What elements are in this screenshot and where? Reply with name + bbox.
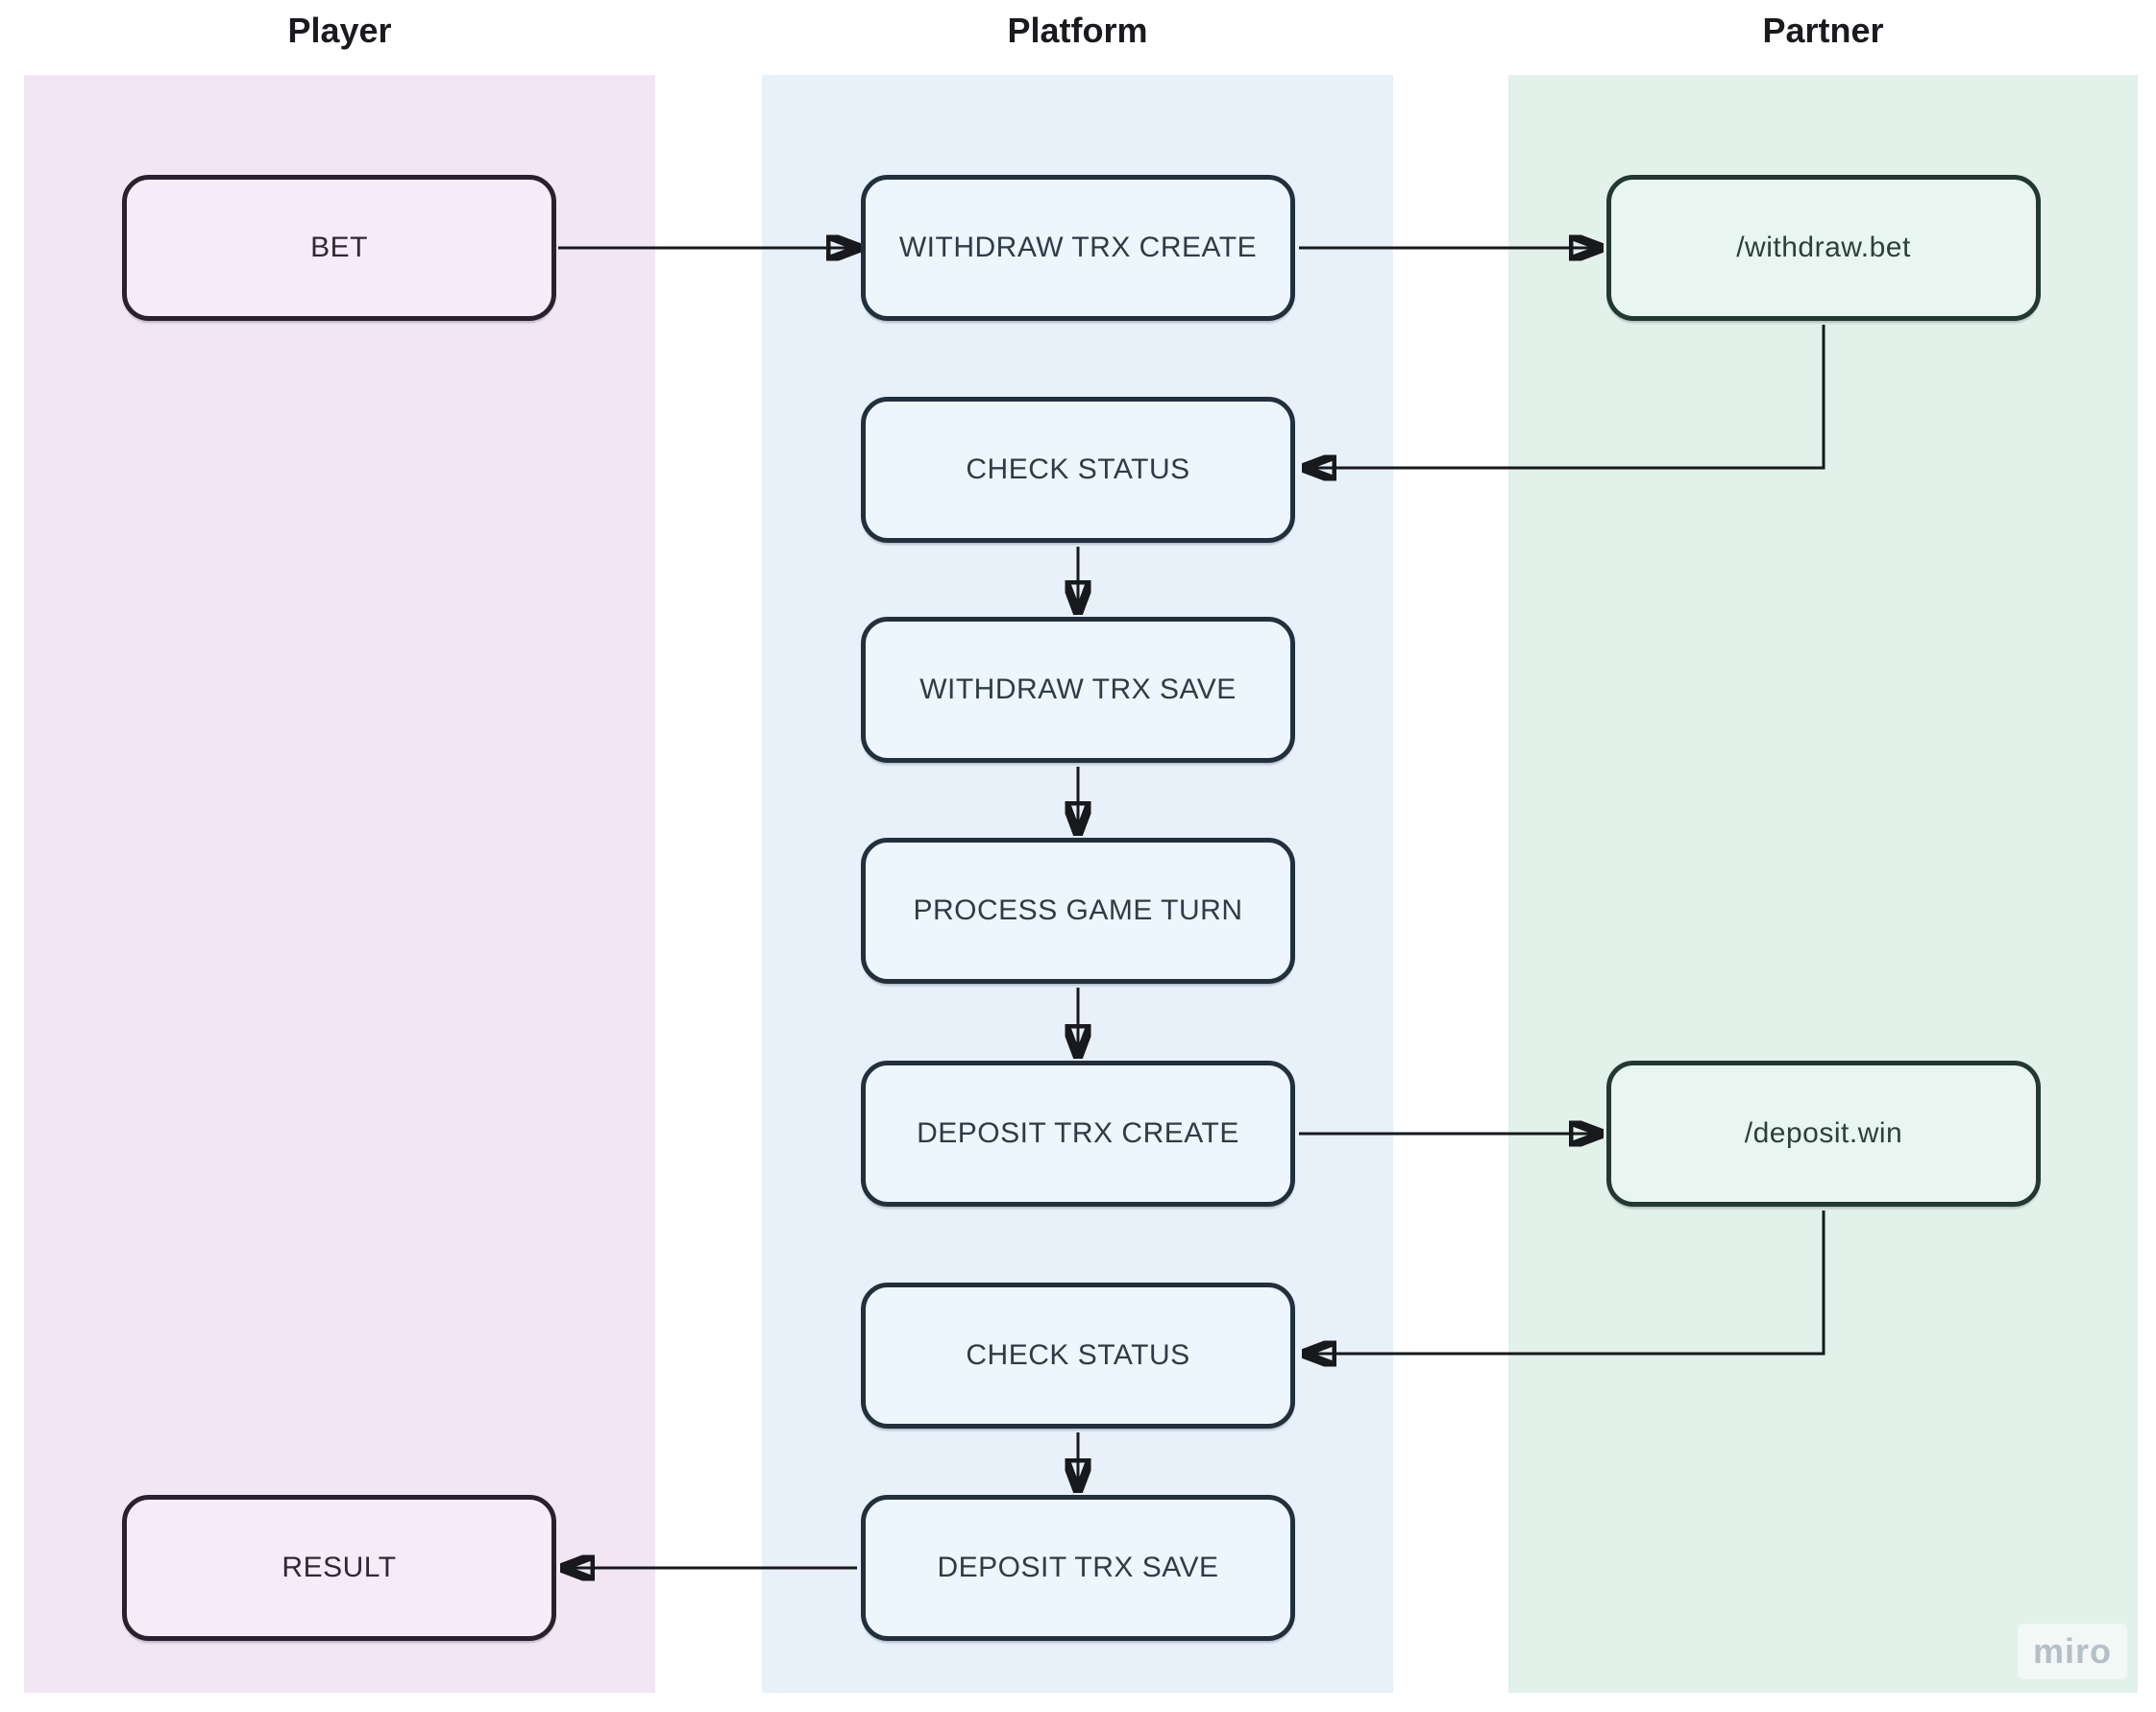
node-result[interactable]: RESULT [122, 1495, 556, 1641]
node-withdraw-trx-save-label: WITHDRAW TRX SAVE [919, 673, 1237, 705]
node-bet[interactable]: BET [122, 175, 556, 321]
node-deposit-trx-create[interactable]: DEPOSIT TRX CREATE [861, 1061, 1295, 1207]
lane-header-partner: Partner [1762, 11, 1884, 50]
node-check-status-1-label: CHECK STATUS [966, 453, 1190, 485]
node-deposit-win[interactable]: /deposit.win [1606, 1061, 2041, 1207]
node-deposit-win-label: /deposit.win [1744, 1117, 1903, 1149]
node-withdraw-trx-create-label: WITHDRAW TRX CREATE [898, 232, 1258, 263]
lane-player [24, 75, 655, 1693]
node-deposit-trx-save[interactable]: DEPOSIT TRX SAVE [861, 1495, 1295, 1641]
node-bet-label: BET [310, 232, 368, 263]
miro-watermark[interactable]: miro [2018, 1624, 2127, 1679]
lane-header-platform: Platform [1007, 11, 1148, 50]
node-withdraw-trx-create[interactable]: WITHDRAW TRX CREATE [861, 175, 1295, 321]
node-deposit-trx-create-label: DEPOSIT TRX CREATE [917, 1117, 1239, 1149]
miro-watermark-label: miro [2032, 1631, 2112, 1671]
node-withdraw-bet[interactable]: /withdraw.bet [1606, 175, 2041, 321]
node-check-status-2-label: CHECK STATUS [966, 1339, 1190, 1371]
node-process-game-turn[interactable]: PROCESS GAME TURN [861, 838, 1295, 984]
node-result-label: RESULT [282, 1552, 397, 1583]
node-deposit-trx-save-label: DEPOSIT TRX SAVE [937, 1552, 1219, 1583]
lane-header-player: Player [287, 11, 392, 50]
node-process-game-turn-label: PROCESS GAME TURN [913, 894, 1243, 926]
node-withdraw-bet-label: /withdraw.bet [1736, 232, 1911, 263]
node-withdraw-trx-save[interactable]: WITHDRAW TRX SAVE [861, 617, 1295, 763]
node-check-status-2[interactable]: CHECK STATUS [861, 1283, 1295, 1429]
node-check-status-1[interactable]: CHECK STATUS [861, 397, 1295, 543]
